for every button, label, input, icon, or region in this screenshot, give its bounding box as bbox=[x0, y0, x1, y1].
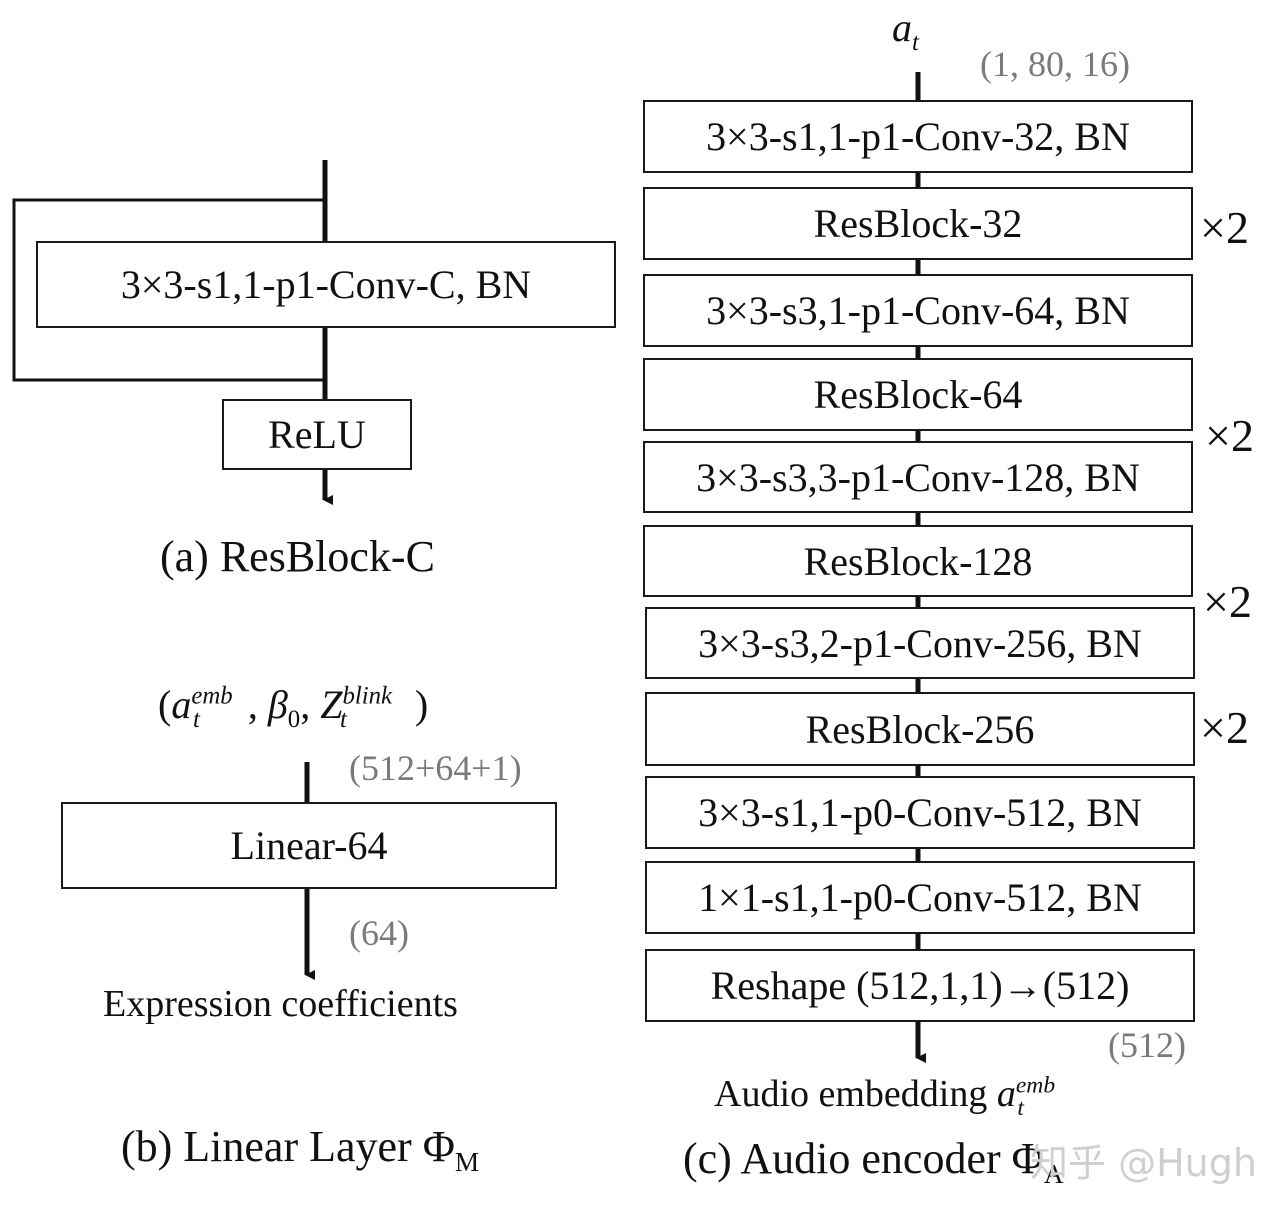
linear-output-label: Expression coefficients bbox=[103, 983, 458, 1025]
encoder-output-label: Audio embedding aembt bbox=[714, 1072, 1056, 1121]
repeat-label-1: ×2 bbox=[1200, 202, 1249, 253]
encoder-layer-2: ResBlock-32 bbox=[643, 187, 1193, 260]
encoder-layer-3: 3×3-s3,1-p1-Conv-64, BN bbox=[643, 274, 1193, 347]
linear-input-label: (aembt, β0, Zblinkt) bbox=[158, 682, 429, 733]
linear-input-dim: (512+64+1) bbox=[349, 748, 522, 788]
caption-b: (b) Linear Layer ΦM bbox=[121, 1122, 480, 1177]
encoder-layer-5: 3×3-s3,3-p1-Conv-128, BN bbox=[643, 441, 1193, 513]
caption-a: (a) ResBlock-C bbox=[160, 532, 435, 581]
encoder-input-dim: (1, 80, 16) bbox=[980, 44, 1130, 84]
encoder-layer-10: 1×1-s1,1-p0-Conv-512, BN bbox=[645, 861, 1195, 934]
encoder-layer-6: ResBlock-128 bbox=[643, 525, 1193, 597]
skip-connection bbox=[12, 198, 325, 382]
encoder-layer-1: 3×3-s1,1-p1-Conv-32, BN bbox=[643, 100, 1193, 173]
encoder-output-dim: (512) bbox=[1108, 1025, 1186, 1065]
encoder-layer-11: Reshape (512,1,1)→(512) bbox=[645, 949, 1195, 1022]
caption-c: (c) Audio encoder ΦA bbox=[683, 1134, 1064, 1189]
encoder-layer-8: ResBlock-256 bbox=[645, 692, 1195, 766]
repeat-label-4: ×2 bbox=[1200, 702, 1249, 753]
repeat-label-3: ×2 bbox=[1203, 576, 1252, 627]
encoder-input-var: at bbox=[892, 5, 919, 56]
encoder-layer-9: 3×3-s1,1-p0-Conv-512, BN bbox=[645, 776, 1195, 849]
encoder-layer-4: ResBlock-64 bbox=[643, 358, 1193, 431]
linear-box-label: Linear-64 bbox=[230, 823, 388, 868]
repeat-label-2: ×2 bbox=[1205, 410, 1254, 461]
watermark: 知乎 @Hugh bbox=[1030, 1141, 1257, 1185]
encoder-layer-7: 3×3-s3,2-p1-Conv-256, BN bbox=[645, 607, 1195, 679]
linear-box: Linear-64 bbox=[61, 802, 557, 889]
relu-label: ReLU bbox=[268, 412, 366, 457]
relu-box: ReLU bbox=[222, 399, 412, 470]
resblock-conv-box: 3×3-s1,1-p1-Conv-C, BN bbox=[36, 241, 616, 328]
linear-output-dim: (64) bbox=[349, 913, 409, 953]
resblock-conv-label: 3×3-s1,1-p1-Conv-C, BN bbox=[120, 262, 532, 307]
